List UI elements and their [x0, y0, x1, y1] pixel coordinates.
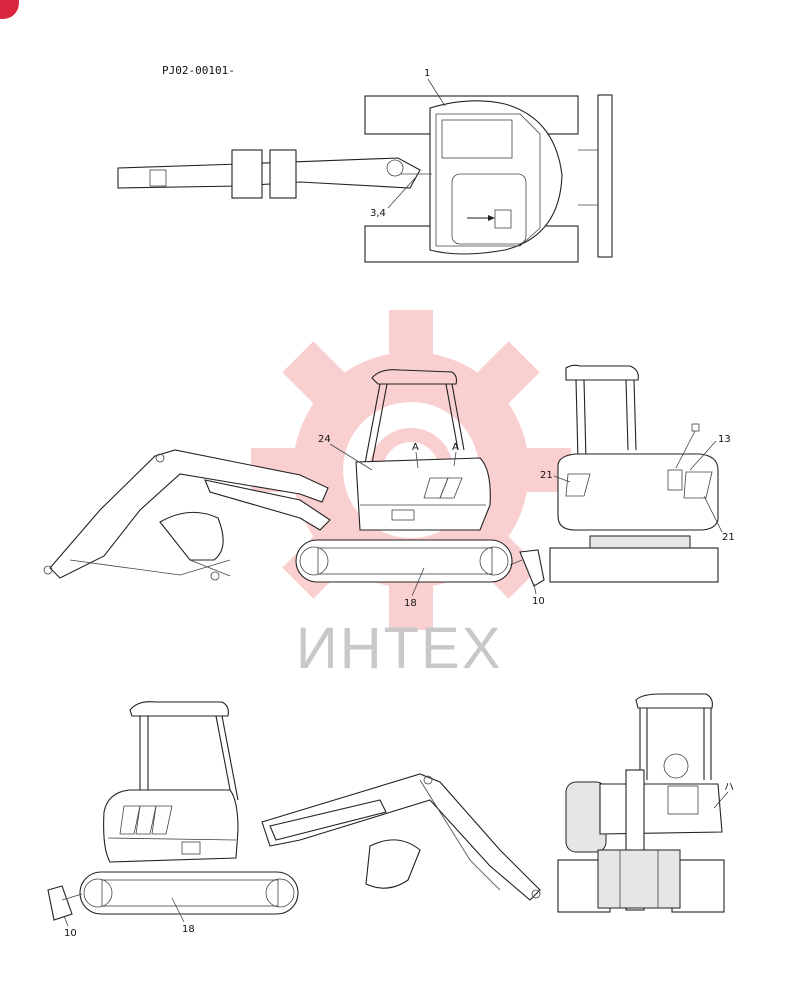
right-side-view: 10 18: [47, 701, 541, 939]
corner-badge: [0, 0, 19, 19]
callout-10: 10: [532, 596, 545, 607]
callout-18: 18: [404, 598, 417, 609]
callout-A-1: A: [412, 442, 419, 453]
callout-21-2: 21: [722, 532, 735, 543]
watermark-text: ИНТЕХ: [296, 616, 502, 681]
callout-1: 1: [424, 68, 430, 79]
callout-18-right: 18: [182, 924, 195, 935]
callout-A-2: A: [452, 442, 459, 453]
callout-21-1: 21: [540, 470, 553, 481]
callout-ha: ハ: [724, 782, 734, 793]
callout-24: 24: [318, 434, 331, 445]
front-view: ハ: [557, 693, 734, 913]
drawing-code: PJ02-00101-: [162, 64, 235, 77]
callout-3-4: 3,4: [370, 208, 386, 219]
top-view: 1 3,4: [117, 68, 613, 263]
callout-13: 13: [718, 434, 731, 445]
left-side-view: 24 A A 18 10: [43, 369, 545, 609]
rear-view: 13 21 21: [540, 364, 735, 583]
callout-10-right: 10: [64, 928, 77, 939]
